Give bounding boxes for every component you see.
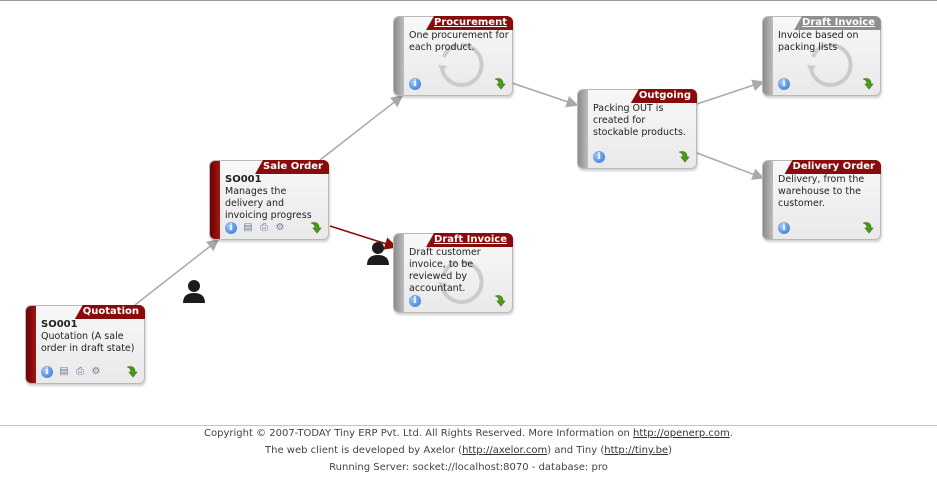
node-title-link[interactable]: Procurement bbox=[426, 16, 513, 30]
cycle-arrows-icon bbox=[438, 42, 484, 87]
footer-text: ) bbox=[668, 445, 672, 456]
node-description: Invoice based on packing lists bbox=[778, 30, 859, 53]
node-outgoing[interactable]: Outgoing Packing OUT is created for stoc… bbox=[577, 89, 697, 169]
footer-text: . bbox=[729, 428, 733, 439]
info-icon[interactable]: i bbox=[778, 222, 790, 234]
top-divider bbox=[0, 0, 937, 1]
info-icon[interactable]: i bbox=[409, 78, 421, 90]
node-procurement[interactable]: Procurement One procurement for each pro… bbox=[393, 16, 513, 96]
folder-icon[interactable]: ▤ bbox=[59, 366, 69, 377]
green-arrow-icon[interactable] bbox=[860, 220, 874, 234]
node-draft-invoice-customer[interactable]: Draft Invoice Draft customer invoice, to… bbox=[393, 233, 513, 313]
footer-text: The web client is developed by Axelor ( bbox=[265, 445, 463, 456]
green-arrow-icon[interactable] bbox=[676, 149, 690, 163]
node-delivery-order[interactable]: Delivery Order Delivery, from the wareho… bbox=[762, 160, 881, 240]
node-title: Quotation bbox=[74, 305, 145, 319]
node-code: SO001 bbox=[225, 174, 262, 185]
node-description: Quotation (A sale order in draft state) bbox=[41, 331, 135, 354]
link-outgoing-draft-invoice bbox=[696, 79, 765, 105]
user-icon bbox=[183, 280, 205, 303]
cycle-arrows-icon bbox=[438, 259, 484, 304]
link-procurement-outgoing bbox=[511, 82, 579, 108]
info-icon[interactable]: i bbox=[778, 78, 790, 90]
workflow-connectors bbox=[134, 79, 765, 306]
node-title-link[interactable]: Draft Invoice bbox=[794, 16, 881, 30]
green-arrow-icon[interactable] bbox=[308, 220, 322, 234]
node-description: Manages the delivery and invoicing progr… bbox=[225, 186, 312, 221]
node-title-link[interactable]: Draft Invoice bbox=[426, 233, 513, 247]
gears-icon[interactable]: ⚙ bbox=[275, 222, 285, 233]
user-icon bbox=[367, 242, 389, 265]
node-description: One procurement for each product. bbox=[409, 30, 509, 53]
info-icon[interactable]: i bbox=[593, 151, 605, 163]
node-sale-order[interactable]: Sale Order SO001 Manages the delivery an… bbox=[209, 160, 329, 240]
info-icon[interactable]: i bbox=[225, 222, 237, 234]
axelor-link[interactable]: http://axelor.com bbox=[462, 445, 548, 456]
info-icon[interactable]: i bbox=[409, 295, 421, 307]
print-icon[interactable]: ⎙ bbox=[260, 222, 268, 233]
openerp-link[interactable]: http://openerp.com bbox=[633, 428, 730, 439]
link-quotation-sale-order bbox=[134, 239, 220, 306]
footer-text: ) and Tiny ( bbox=[547, 445, 605, 456]
link-outgoing-delivery-order bbox=[696, 152, 765, 180]
green-arrow-icon[interactable] bbox=[860, 76, 874, 90]
footer-server: Running Server: socket://localhost:8070 … bbox=[329, 462, 608, 473]
node-title: Outgoing bbox=[630, 89, 697, 103]
gears-icon[interactable]: ⚙ bbox=[91, 366, 101, 377]
print-icon[interactable]: ⎙ bbox=[76, 366, 84, 377]
footer-developer: The web client is developed by Axelor (h… bbox=[0, 445, 937, 456]
folder-icon[interactable]: ▤ bbox=[243, 222, 253, 233]
tiny-link[interactable]: http://tiny.be bbox=[604, 445, 669, 456]
green-arrow-icon[interactable] bbox=[124, 364, 138, 378]
node-title: Sale Order bbox=[255, 160, 329, 174]
node-description: Delivery, from the warehouse to the cust… bbox=[778, 174, 865, 209]
node-quotation[interactable]: Quotation SO001 Quotation (A sale order … bbox=[25, 305, 145, 384]
cycle-arrows-icon bbox=[807, 42, 853, 87]
node-description: Packing OUT is created for stockable pro… bbox=[593, 103, 686, 138]
node-code: SO001 bbox=[41, 319, 78, 330]
node-draft-invoice-packing[interactable]: Draft Invoice Invoice based on packing l… bbox=[762, 16, 881, 96]
node-title: Delivery Order bbox=[784, 160, 881, 174]
green-arrow-icon[interactable] bbox=[492, 293, 506, 307]
info-icon[interactable]: i bbox=[41, 366, 53, 378]
node-description: Draft customer invoice, to be reviewed b… bbox=[409, 247, 481, 294]
footer-copyright: Copyright © 2007-TODAY Tiny ERP Pvt. Ltd… bbox=[0, 428, 937, 439]
link-sale-order-draft-invoice bbox=[329, 225, 398, 250]
green-arrow-icon[interactable] bbox=[492, 76, 506, 90]
link-sale-order-procurement bbox=[319, 95, 404, 161]
footer-text: Copyright © 2007-TODAY Tiny ERP Pvt. Ltd… bbox=[204, 428, 634, 439]
footer-divider bbox=[0, 425, 937, 426]
